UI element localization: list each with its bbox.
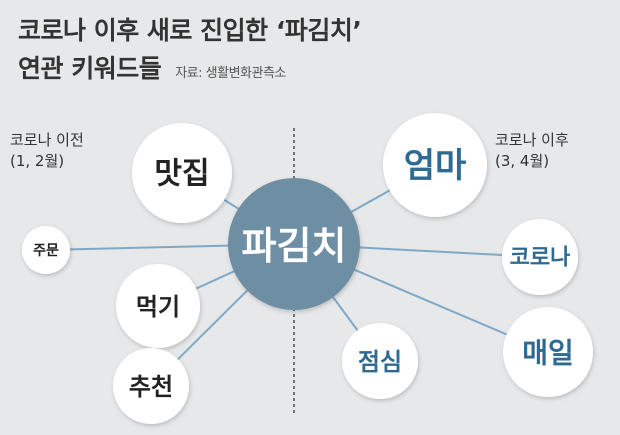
period-after-name: 코로나 이후 (495, 131, 569, 149)
keyword-label-after-2: 점심 (358, 348, 402, 376)
keyword-label-before-2: 먹기 (136, 293, 180, 321)
title-line-1: 코로나 이후 새로 진입한 ‘파김치’ (18, 16, 362, 45)
period-before-label: 코로나 이전 (1, 2월) (10, 130, 84, 172)
title-line-2: 연관 키워드들 (18, 54, 162, 83)
keyword-node-after-1 (502, 219, 578, 295)
diagram-title: 코로나 이후 새로 진입한 ‘파김치’ 연관 키워드들 자료: 생활변화관측소 (18, 12, 362, 93)
keyword-label-before-3: 추천 (129, 373, 173, 401)
keyword-node-before-2 (116, 264, 200, 348)
keyword-node-after-0 (383, 113, 487, 217)
keyword-label-after-3: 매일 (522, 337, 574, 370)
title-line-2-row: 연관 키워드들 자료: 생활변화관측소 (18, 50, 361, 93)
keyword-label-after-1: 코로나 (510, 246, 571, 271)
center-node (228, 178, 360, 310)
source-note: 자료: 생활변화관측소 (175, 66, 286, 81)
keyword-label-before-0: 맛집 (154, 157, 209, 192)
keyword-label-after-0: 엄마 (404, 146, 467, 186)
keyword-node-after-3 (503, 307, 593, 397)
keyword-label-before-1: 주문 (33, 243, 59, 259)
period-after-label: 코로나 이후 (3, 4월) (495, 130, 569, 172)
period-before-months: (1, 2월) (10, 152, 65, 170)
keyword-node-before-0 (132, 123, 232, 223)
keyword-node-before-1 (22, 226, 70, 274)
period-after-months: (3, 4월) (495, 152, 550, 170)
keyword-node-before-3 (113, 348, 189, 424)
keyword-node-after-2 (342, 323, 418, 399)
center-label: 파김치 (242, 224, 347, 268)
period-before-name: 코로나 이전 (10, 131, 84, 149)
